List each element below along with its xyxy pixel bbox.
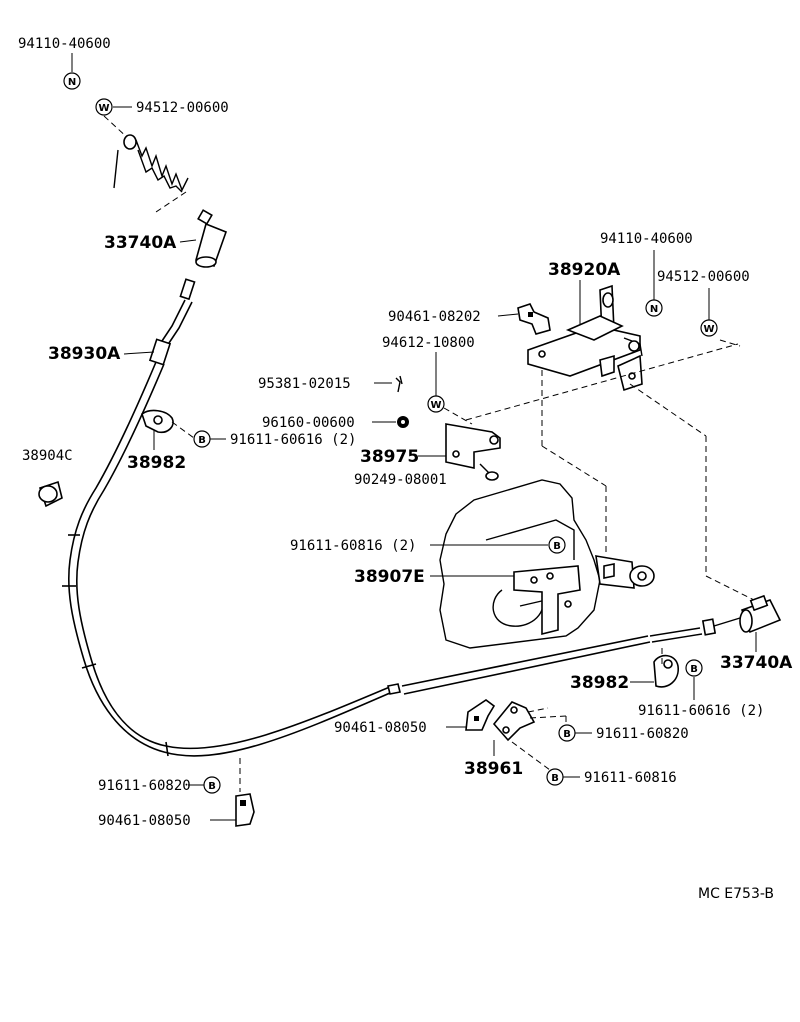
grommet-38904C [38,480,63,508]
svg-text:B: B [553,541,561,552]
clamp-38982-left [141,409,174,434]
part-number-91611-60616-right: 91611-60616 (2) [638,703,764,719]
part-number-91611-60816-b: 91611-60816 [584,770,677,786]
svg-text:B: B [208,781,216,792]
clamp-38982-right [653,654,679,688]
part-number-90461-08050-left: 90461-08050 [98,813,191,829]
bolt-symbol: B [193,430,211,448]
nut-96160 [397,416,409,428]
svg-text:W: W [430,400,441,411]
dashed-assembly-line [443,407,473,425]
dashed-assembly-line [541,445,607,487]
part-number-94512-right: 94512-00600 [657,269,750,285]
dashed-assembly-line [103,115,131,141]
spring-boot [113,134,189,193]
part-number-38904C: 38904C [22,448,73,464]
part-number-90249-08001: 90249-08001 [354,472,447,488]
clip-90461-08202 [517,303,551,335]
part-number-94110-right: 94110-40600 [600,231,693,247]
part-number-94512-top: 94512-00600 [136,100,229,116]
svg-text:W: W [98,103,109,114]
svg-text:N: N [68,77,76,88]
bracket-38920A [527,284,643,392]
part-number-94612-10800: 94612-10800 [382,335,475,351]
dashed-assembly-line [529,715,567,719]
part-number-38920A: 38920A [548,260,621,280]
bracket-38907E [513,565,581,636]
bolt-symbol: B [203,776,221,794]
part-number-38907E: 38907E [354,567,425,587]
part-number-91611-60820-left: 91611-60820 [98,778,191,794]
washer-symbol: W [700,319,718,337]
leader-line [123,351,155,355]
bolt-symbol: B [548,536,566,554]
part-number-38961: 38961 [464,759,523,779]
bracket-38961 [492,701,536,742]
part-number-95381-02015: 95381-02015 [258,376,351,392]
part-number-96160-00600: 96160-00600 [262,415,355,431]
part-number-90461-08202: 90461-08202 [388,309,481,325]
inner-cable [401,618,717,695]
bolt-symbol: B [685,659,703,677]
diagram-code: MC E753-B [698,886,774,902]
svg-text:B: B [563,729,571,740]
svg-text:B: B [198,435,206,446]
part-number-33740A-top: 33740A [104,233,177,253]
svg-text:B: B [690,664,698,675]
dashed-assembly-line [527,707,549,713]
dashed-assembly-line [629,383,707,437]
bolt-symbol: B [546,768,564,786]
injection-lever [595,555,655,589]
dashed-assembly-line [465,343,739,421]
dashed-assembly-line [511,741,551,771]
part-number-38975: 38975 [360,447,419,467]
part-number-91611-60616-left: 91611-60616 (2) [230,432,356,448]
svg-text:B: B [551,773,559,784]
part-number-94110-top: 94110-40600 [18,36,111,52]
cable-end-33740A-top [195,209,228,268]
svg-text:W: W [703,324,714,335]
washer-symbol: W [427,395,445,413]
dashed-assembly-line [705,575,759,603]
svg-text:N: N [650,304,658,315]
dashed-assembly-line [719,339,741,347]
leader-line [179,239,197,243]
nut-symbol: N [63,72,81,90]
cable-end-33740A-right [713,594,782,634]
clip-90461-08050-mid [465,699,496,731]
clip-90461-08050-left [235,793,255,827]
dashed-assembly-line [155,191,187,213]
throttle-cable-38930A [62,278,401,757]
part-number-91611-60816-a: 91611-60816 (2) [290,538,416,554]
bracket-38975 [445,423,501,469]
part-number-38982-right: 38982 [570,673,629,693]
bolt-90249 [479,463,499,481]
bolt-symbol: B [558,724,576,742]
nut-symbol: N [645,299,663,317]
dashed-assembly-line [171,421,195,439]
washer-symbol: W [95,98,113,116]
part-number-33740A-right: 33740A [720,653,793,673]
part-number-38930A: 38930A [48,344,121,364]
part-number-90461-08050-mid: 90461-08050 [334,720,427,736]
part-number-91611-60820-mid: 91611-60820 [596,726,689,742]
leader-line [497,313,519,317]
engine-housing [439,479,601,649]
cotter-pin [395,375,403,393]
part-number-38982-left: 38982 [127,453,186,473]
